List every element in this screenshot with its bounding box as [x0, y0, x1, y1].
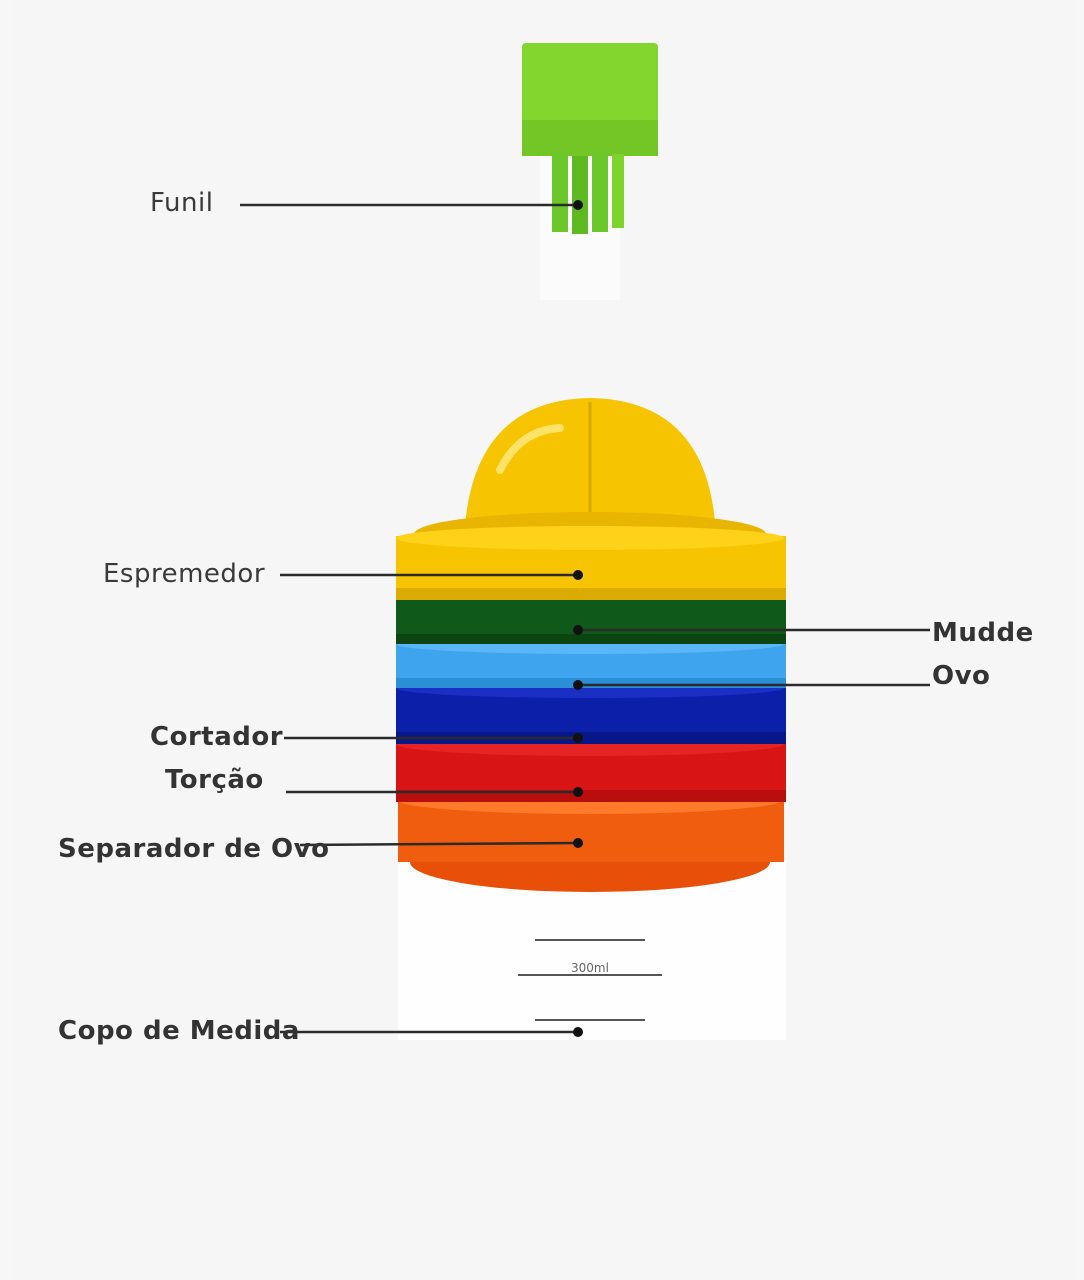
label-mudde: Mudde [932, 618, 1034, 648]
funnel-cap-shade [522, 120, 658, 156]
funnel-prong-middle [572, 156, 588, 234]
funnel-prong-left [552, 152, 568, 232]
label-torcao: Torção [165, 765, 264, 795]
label-copo: Copo de Medida [58, 1016, 300, 1046]
leader-dots [573, 200, 583, 1037]
label-funil: Funil [150, 188, 214, 218]
label-separador: Separador de Ovo [58, 834, 330, 864]
juicer-part [396, 398, 786, 600]
funnel-prong-right [592, 152, 608, 232]
leader-separador [299, 841, 579, 847]
funnel-part [522, 43, 658, 300]
measure-mark-text: 300ml [571, 961, 609, 975]
label-cortador: Cortador [150, 722, 284, 752]
label-ovo: Ovo [932, 661, 991, 691]
leader-lines [240, 203, 930, 1034]
label-espremedor: Espremedor [103, 559, 266, 589]
juicer-dome-highlight [496, 424, 564, 474]
funnel-prong-edge [612, 154, 624, 228]
